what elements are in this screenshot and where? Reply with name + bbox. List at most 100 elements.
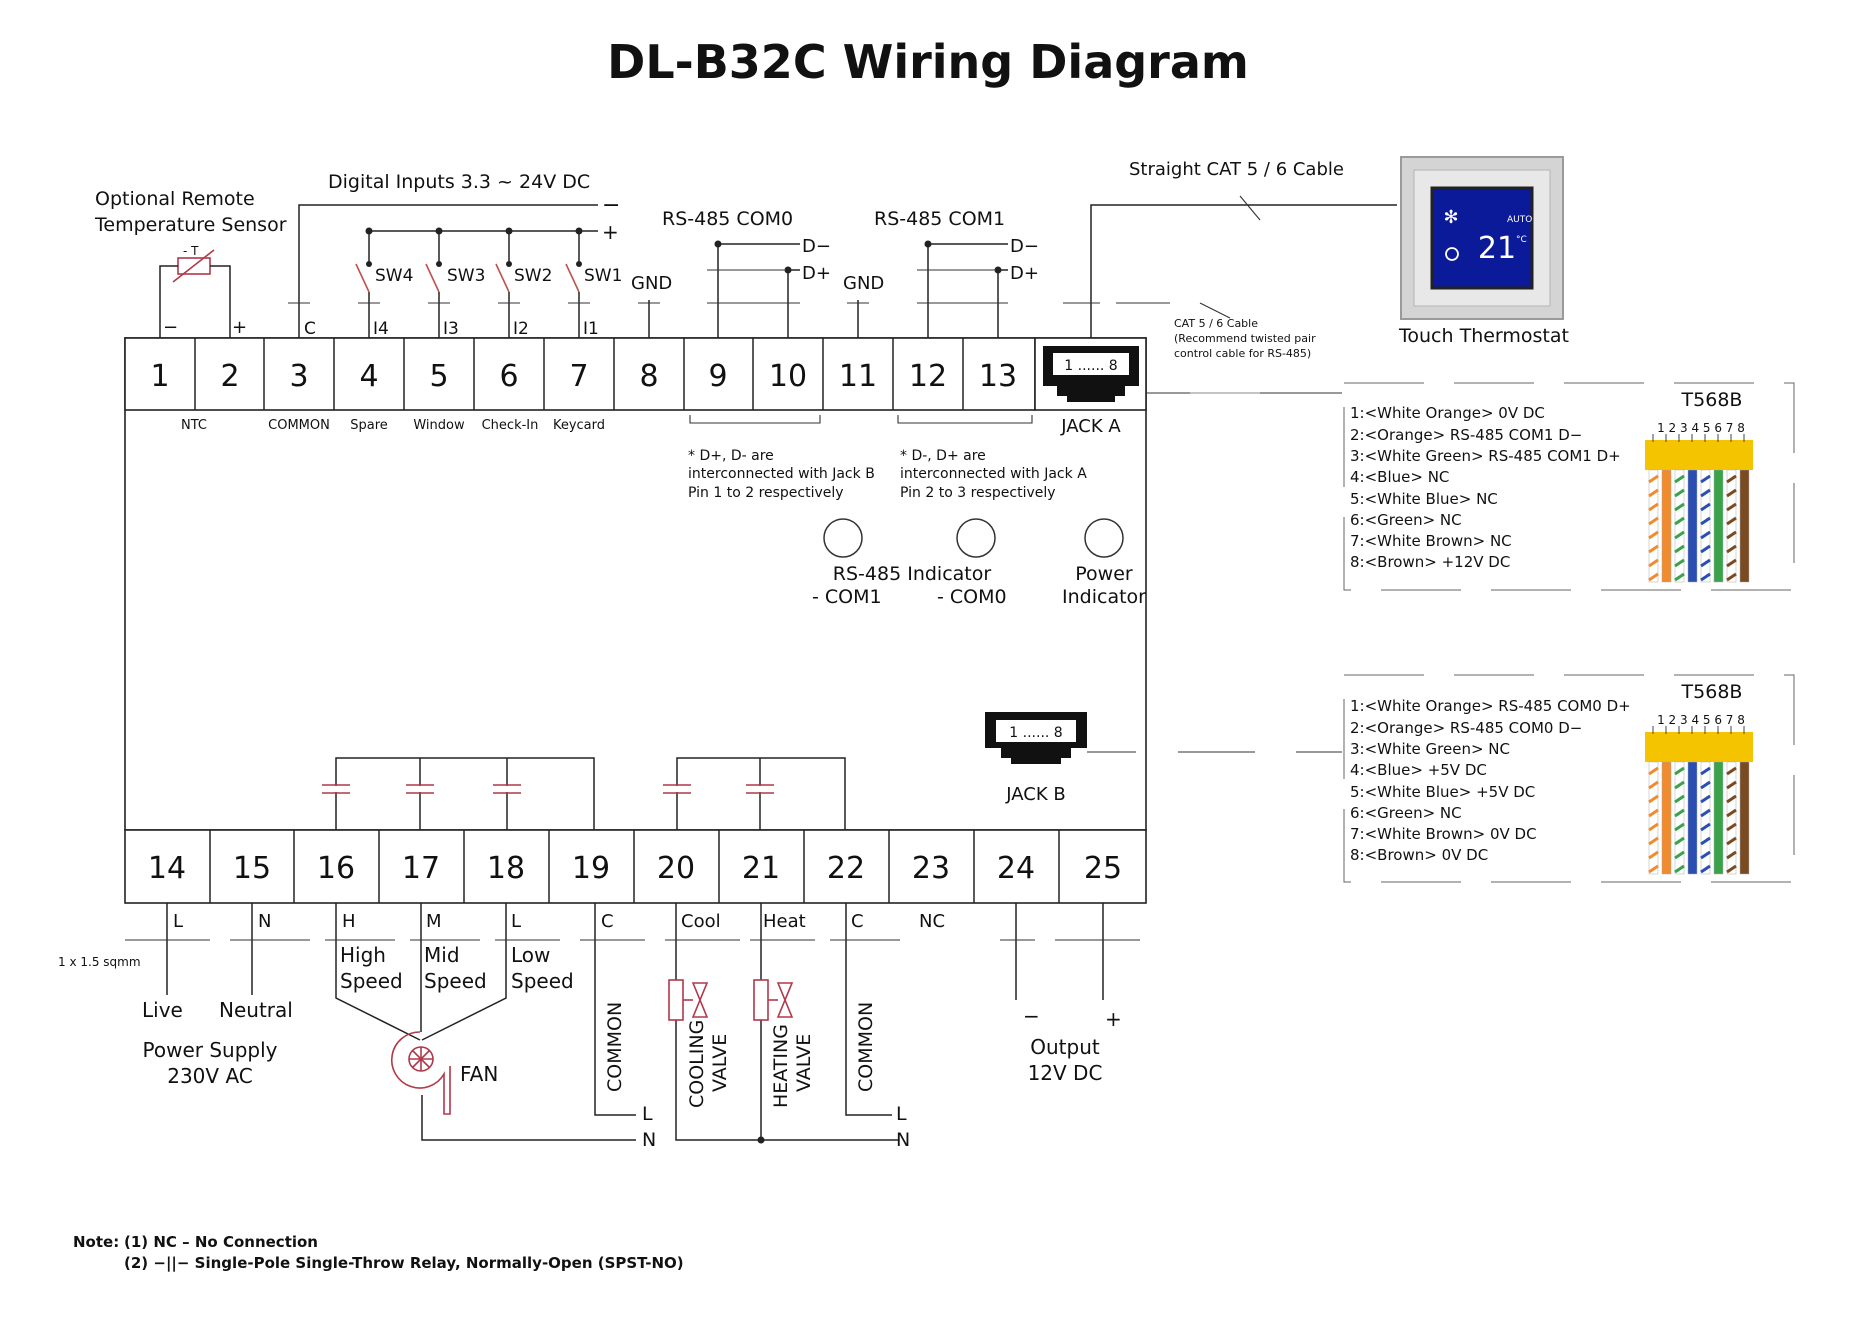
wire-6 <box>1713 761 1724 875</box>
diagram-title: DL-B32C Wiring Diagram <box>607 35 1249 89</box>
wire-stripe <box>1726 502 1737 512</box>
function-ntc: NTC <box>181 418 207 433</box>
wire-stripe <box>1726 572 1737 582</box>
relay-contacts <box>322 757 846 830</box>
rs485-com0: RS-485 COM0 D− D+ <box>662 208 831 338</box>
input-i4-label: I4 <box>373 319 389 339</box>
label-23-nc: NC <box>919 911 945 932</box>
jack-a-pin-4: 4:<Blue> NC <box>1350 468 1449 486</box>
com1-indicator-label: - COM1 <box>812 586 882 608</box>
thermostat-unit: °C <box>1516 235 1527 245</box>
fan-mid-1: Mid <box>424 943 460 967</box>
function-checkin: Check-In <box>482 418 539 433</box>
jack-b-pin-7: 7:<White Brown> 0V DC <box>1350 825 1537 843</box>
wire-6 <box>1713 469 1724 583</box>
input-i3-label: I3 <box>443 319 459 339</box>
label-20-cool: Cool <box>681 911 721 932</box>
wire-stripe <box>1648 530 1659 540</box>
rj45-connector <box>1645 440 1753 470</box>
terminal-15: 15 <box>233 851 271 886</box>
wire-stripe <box>1700 808 1711 818</box>
jack-a: 1 ...... 8 JACK A <box>1034 337 1147 437</box>
heating-label-1: HEATING <box>770 1024 792 1108</box>
wire-stripe <box>1726 530 1737 540</box>
wire-stripe <box>1726 822 1737 832</box>
terminal-22: 22 <box>827 851 865 886</box>
wire-stripe <box>1726 474 1737 484</box>
wire-stripe <box>1700 864 1711 874</box>
wire-stripe <box>1648 836 1659 846</box>
com1-dminus: D− <box>1010 236 1039 257</box>
wire-stripe <box>1700 502 1711 512</box>
wire-stripe <box>1648 558 1659 568</box>
digital-inputs-label: Digital Inputs 3.3 ~ 24V DC <box>328 171 590 193</box>
wire-stripe <box>1674 864 1685 874</box>
heating-label-2: VALVE <box>793 1034 815 1092</box>
wire-stripe <box>1674 850 1685 860</box>
label-15-n: N <box>258 911 271 932</box>
wire-stripe <box>1700 836 1711 846</box>
power-indicator-label-2: Indicator <box>1062 586 1146 608</box>
input-i1-label: I1 <box>583 319 599 339</box>
t568b-a-wires <box>1645 434 1753 583</box>
t568b-a-title: T568B <box>1681 389 1743 411</box>
wire-stripe <box>1700 766 1711 776</box>
jack-a-pin-1: 1:<White Orange> 0V DC <box>1350 404 1545 422</box>
wire-stripe <box>1674 488 1685 498</box>
com0-led <box>956 518 996 558</box>
wire-stripe <box>1674 822 1685 832</box>
wire-stripe <box>1700 544 1711 554</box>
function-keycard: Keycard <box>553 418 605 433</box>
output-label-1: Output <box>1030 1035 1100 1059</box>
wire-stripe <box>1726 544 1737 554</box>
output-minus: − <box>1023 1004 1040 1028</box>
fan-label: FAN <box>460 1062 498 1086</box>
fan-low-1: Low <box>511 943 550 967</box>
power-led <box>1084 518 1124 558</box>
wire-stripe <box>1648 850 1659 860</box>
jack-a-pin-7: 7:<White Brown> NC <box>1350 532 1512 550</box>
fan-high-1: High <box>340 943 386 967</box>
di-minus: − <box>602 193 620 218</box>
sw1-label: SW1 <box>584 266 622 286</box>
sensor-label-1: Optional Remote <box>95 188 255 210</box>
terminal-3: 3 <box>289 359 308 394</box>
label-16-h: H <box>342 911 356 932</box>
jack-b-pin-2: 2:<Orange> RS-485 COM0 D− <box>1350 719 1582 737</box>
wire-stripe <box>1726 850 1737 860</box>
wire-4 <box>1687 761 1698 875</box>
function-window: Window <box>413 418 465 433</box>
note-1: (1) NC – No Connection <box>124 1233 318 1251</box>
temperature-sensor: Optional Remote Temperature Sensor - T −… <box>94 188 287 338</box>
cable-note-2: (Recommend twisted pair <box>1174 332 1316 345</box>
wire-stripe <box>1700 572 1711 582</box>
wire-2 <box>1661 469 1672 583</box>
touch-thermostat: ✻ AUTO 21 °C Touch Thermostat <box>1398 156 1569 347</box>
wire-size-label: 1 x 1.5 sqmm <box>58 955 141 969</box>
power-icon <box>1445 247 1459 261</box>
wire-5 <box>1700 761 1711 875</box>
bottom-terminal-strip: 14 15 16 17 18 19 20 21 22 23 24 25 <box>124 829 1147 904</box>
thermostat-temp: 21 <box>1478 231 1516 266</box>
terminal-8: 8 <box>639 359 658 394</box>
terminal-9: 9 <box>708 359 727 394</box>
com0-note-3: Pin 1 to 2 respectively <box>688 485 844 501</box>
power-indicator-label-1: Power <box>1075 563 1133 585</box>
wire-stripe <box>1700 474 1711 484</box>
com1-label: RS-485 COM1 <box>874 208 1005 230</box>
jack-b-label: JACK B <box>1005 784 1065 805</box>
com0-note-1: * D+, D- are <box>688 448 774 464</box>
note-2: (2) −||− Single-Pole Single-Throw Relay,… <box>124 1254 684 1273</box>
gnd-11-label: GND <box>843 273 884 294</box>
wire-stripe <box>1674 474 1685 484</box>
sw2-label: SW2 <box>514 266 552 286</box>
snowflake-icon: ✻ <box>1443 207 1458 228</box>
wire-stripe <box>1674 808 1685 818</box>
wire-stripe <box>1648 822 1659 832</box>
wire-stripe <box>1700 850 1711 860</box>
wire-4 <box>1687 469 1698 583</box>
jack-b-pins: 1 ...... 8 <box>1009 725 1062 741</box>
jack-a-pin-3: 3:<White Green> RS-485 COM1 D+ <box>1350 447 1621 465</box>
wire-stripe <box>1648 488 1659 498</box>
wire-stripe <box>1674 502 1685 512</box>
